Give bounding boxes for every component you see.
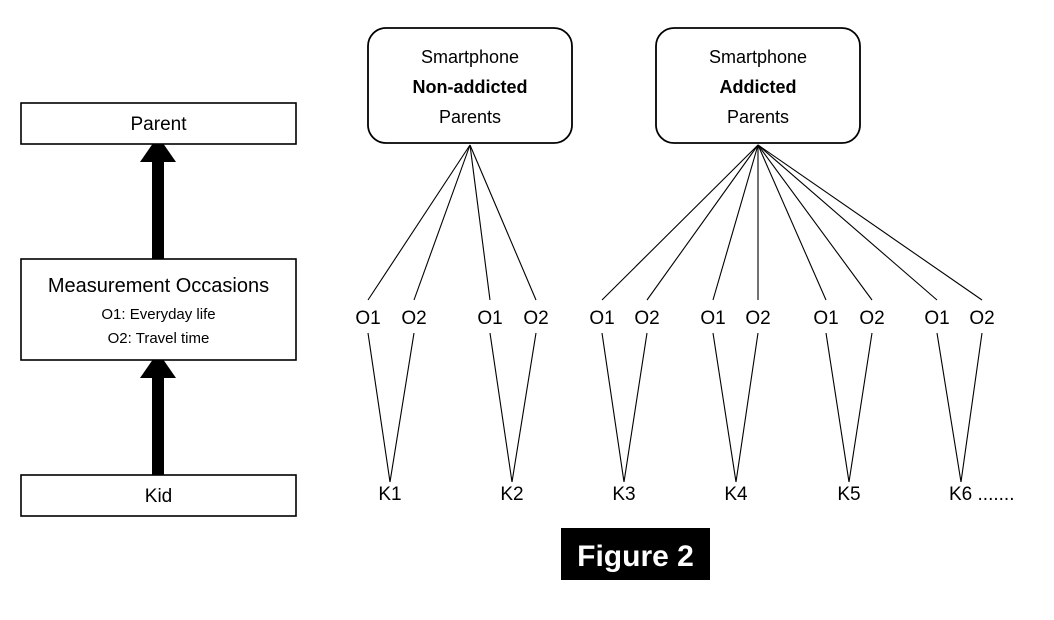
box-parent[interactable]: Parent (20, 102, 297, 145)
occasion-label-3: O1 (477, 308, 502, 329)
kid-label-6: K6 ....... (949, 484, 1014, 505)
occasion-label-11: O1 (924, 308, 949, 329)
group-box-non-addicted[interactable]: Smartphone Non-addicted Parents (367, 27, 573, 144)
fan-line-addicted-5 (757, 144, 827, 301)
v-line-kid-6-o2 (960, 332, 983, 483)
fan-line-addicted-6 (757, 144, 873, 301)
v-line-kid-1-o2 (389, 332, 415, 483)
occasion-label-5: O1 (589, 308, 614, 329)
occasion-labels-row: O1 O2 O1 O2 O1 O2 O1 O2 O1 O2 O1 O2 (355, 308, 994, 329)
v-line-kid-2-o2 (511, 332, 537, 483)
fan-line-non-addicted-4 (469, 144, 537, 301)
v-line-kid-4-o1 (712, 332, 737, 483)
group-box-addicted[interactable]: Smartphone Addicted Parents (655, 27, 861, 144)
occasion-label-1: O1 (355, 308, 380, 329)
group-non-addicted-line1: Smartphone (421, 47, 519, 67)
occasion-definition-o1: O1: Everyday life (101, 306, 215, 323)
kid-label-4: K4 (724, 484, 748, 505)
kid-label-2: K2 (500, 484, 523, 505)
fan-lines-addicted (601, 144, 983, 301)
v-line-kid-4-o2 (735, 332, 759, 483)
thick-arrow-kid-to-occasions (140, 352, 176, 476)
box-measurement-occasions-label: Measurement Occasions (48, 275, 269, 297)
occasion-label-7: O1 (700, 308, 725, 329)
occasion-label-2: O2 (401, 308, 426, 329)
figure-badge-label: Figure 2 (577, 540, 694, 573)
group-addicted-line1: Smartphone (709, 47, 807, 67)
v-line-kid-1-o1 (367, 332, 391, 483)
occasion-definition-o2: O2: Travel time (108, 330, 210, 347)
fan-line-addicted-2 (646, 144, 759, 301)
v-connector-lines (367, 332, 983, 483)
v-line-kid-5-o1 (825, 332, 850, 483)
box-kid[interactable]: Kid (20, 474, 297, 517)
fan-line-addicted-3 (712, 144, 759, 301)
fan-line-non-addicted-1 (367, 144, 471, 301)
fan-line-non-addicted-2 (413, 144, 471, 301)
fan-line-addicted-7 (757, 144, 938, 301)
occasion-label-8: O2 (745, 308, 770, 329)
group-non-addicted-line3: Parents (439, 107, 501, 127)
kid-label-5: K5 (837, 484, 860, 505)
box-kid-label: Kid (145, 486, 172, 507)
figure-badge: Figure 2 (561, 528, 710, 580)
occasion-label-6: O2 (634, 308, 659, 329)
group-addicted-line3: Parents (727, 107, 789, 127)
left-panel-group: Parent Measurement Occasions O1: Everyda… (20, 102, 297, 517)
v-line-kid-3-o2 (623, 332, 648, 483)
fan-line-addicted-1 (601, 144, 759, 301)
occasion-label-9: O1 (813, 308, 838, 329)
v-line-kid-3-o1 (601, 332, 625, 483)
v-line-kid-5-o2 (848, 332, 873, 483)
fan-line-non-addicted-3 (469, 144, 491, 301)
fan-lines-non-addicted (367, 144, 537, 301)
group-non-addicted-line2: Non-addicted (413, 77, 528, 97)
group-addicted-line2: Addicted (719, 77, 796, 97)
fan-line-addicted-8 (757, 144, 983, 301)
occasion-label-4: O2 (523, 308, 548, 329)
kid-labels-row: K1 K2 K3 K4 K5 K6 ....... (378, 484, 1014, 505)
kid-label-1: K1 (378, 484, 401, 505)
box-parent-label: Parent (131, 114, 188, 135)
v-line-kid-2-o1 (489, 332, 513, 483)
box-measurement-occasions[interactable]: Measurement Occasions O1: Everyday life … (20, 258, 297, 361)
occasion-label-10: O2 (859, 308, 884, 329)
thick-arrow-occasions-to-parent (140, 136, 176, 260)
v-line-kid-6-o1 (936, 332, 962, 483)
kid-label-3: K3 (612, 484, 635, 505)
occasion-label-12: O2 (969, 308, 994, 329)
